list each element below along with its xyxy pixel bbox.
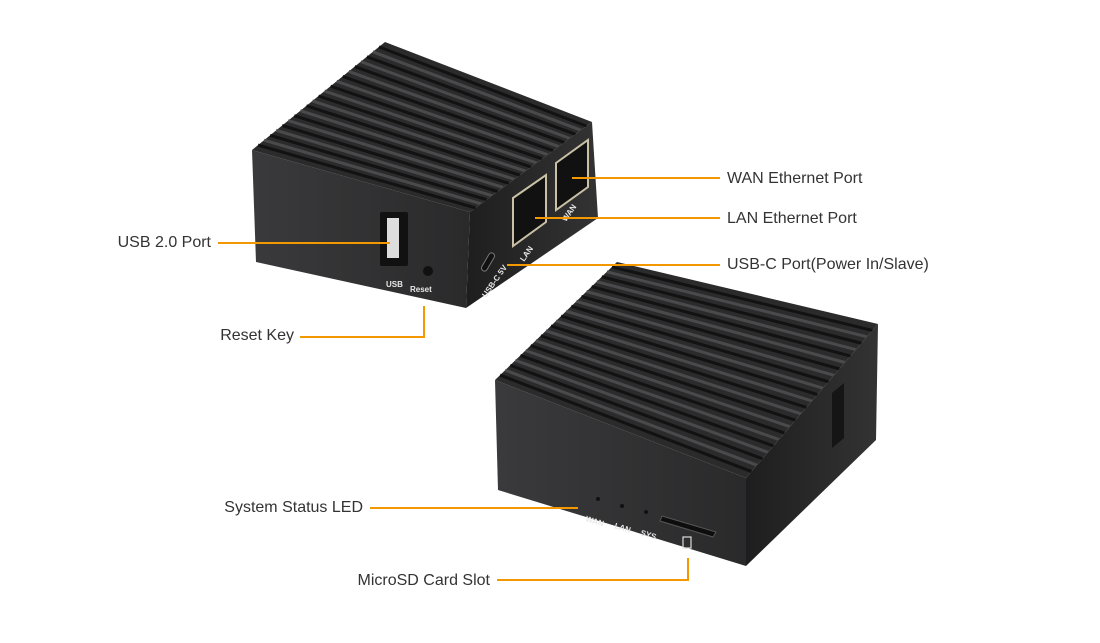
heatsink-fin xyxy=(570,304,829,384)
heatsink-fins xyxy=(257,45,587,210)
heatsink-fin xyxy=(606,270,868,339)
heatsink-fin xyxy=(275,128,493,198)
reset-key-callout: Reset Key xyxy=(220,327,294,344)
heatsink-fin xyxy=(336,79,549,157)
microsd-slot xyxy=(659,515,717,538)
led-wan xyxy=(596,497,600,501)
front-face xyxy=(495,380,746,566)
heatsink-fin xyxy=(257,143,476,210)
side-face xyxy=(746,324,878,566)
heatsink-fin xyxy=(555,319,813,403)
reset-callout-line xyxy=(300,306,425,338)
wan-port-jack xyxy=(555,138,589,212)
device-rear-view: USB Reset USB-C 5V LAN WAN xyxy=(252,42,598,308)
usbc-port-callout: USB-C Port(Power In/Slave) xyxy=(727,256,929,273)
heatsink-fin xyxy=(596,280,857,352)
wan-port-callout: WAN Ethernet Port xyxy=(727,170,863,187)
heatsink-fin xyxy=(509,363,764,461)
sd-card-icon xyxy=(682,536,692,549)
heatsink-fin xyxy=(305,104,521,177)
heatsink-fin xyxy=(348,70,560,148)
heatsink-fin xyxy=(263,138,482,206)
reset-label: Reset xyxy=(410,285,432,294)
callout-lines xyxy=(218,177,720,581)
heatsink-fin xyxy=(525,349,780,441)
status-led-callout: System Status LED xyxy=(224,499,363,516)
heatsink-fin xyxy=(581,294,840,371)
heatsink-fin xyxy=(514,358,769,454)
heatsink-fin xyxy=(318,94,532,169)
heatsink-fin xyxy=(299,109,515,181)
usb2-port-callout: USB 2.0 Port xyxy=(117,234,211,251)
heatsink-fin xyxy=(354,65,565,144)
heatsink-fin xyxy=(601,275,862,345)
heatsink-fin xyxy=(324,89,538,165)
led-sys xyxy=(644,510,648,514)
heatsink-fin xyxy=(311,99,526,173)
heatsink-fin xyxy=(575,299,835,377)
microsd-callout: MicroSD Card Slot xyxy=(357,572,490,589)
heatsink-fin xyxy=(366,55,576,136)
heatsink-fin xyxy=(591,285,851,358)
heatsink-fin xyxy=(342,74,554,153)
heatsink-fin xyxy=(545,329,802,416)
heatsink-fin xyxy=(550,324,807,409)
heatsink-fin xyxy=(504,368,758,467)
heatsink-fin xyxy=(269,133,488,202)
device-front-view: WAN LAN SYS xyxy=(495,262,878,566)
heatsink-fin xyxy=(560,314,818,397)
microsd-callout-line xyxy=(497,558,689,581)
heatsink-fin xyxy=(499,373,753,473)
heatsink-fin xyxy=(530,344,785,435)
lan-port-callout: LAN Ethernet Port xyxy=(727,210,857,227)
lan-port-jack xyxy=(512,173,547,248)
usbc-port xyxy=(481,252,495,272)
heatsink-fin xyxy=(540,334,796,422)
heatsink-fin xyxy=(519,354,775,448)
heatsink-fin xyxy=(378,45,587,128)
heatsink-fin xyxy=(293,114,510,185)
reset-button xyxy=(423,266,433,276)
heatsink-fin xyxy=(330,84,543,161)
heatsink-fin xyxy=(565,309,824,390)
heatsink-fins xyxy=(499,265,873,473)
usb-label: USB xyxy=(386,280,403,289)
heatsink-fin xyxy=(372,50,582,132)
front-face xyxy=(252,150,470,308)
heatsink-fin xyxy=(360,60,571,140)
heatsink-fin xyxy=(287,119,504,189)
led-lan xyxy=(620,504,624,508)
heatsink-fin xyxy=(586,290,846,364)
heatsink-fin xyxy=(611,265,873,332)
heatsink-fin xyxy=(281,124,499,193)
heatsink-fin xyxy=(535,339,791,429)
